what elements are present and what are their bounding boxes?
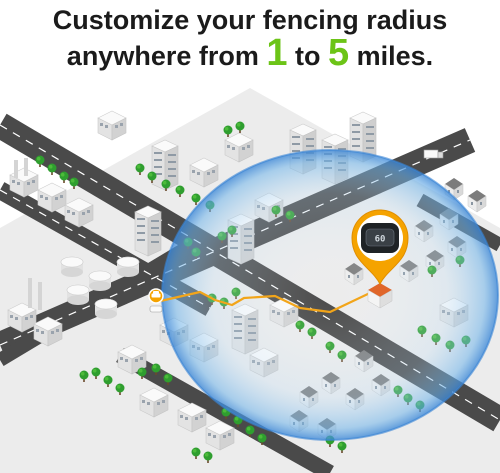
car-icon — [148, 288, 164, 313]
headline-connector: to — [287, 41, 328, 71]
max-radius-value: 5 — [328, 32, 350, 74]
headline-suffix: miles. — [349, 41, 434, 71]
tracked-route — [155, 290, 373, 314]
tracker-device — [361, 223, 399, 253]
truck — [423, 149, 444, 159]
headline-prefix: anywhere from — [66, 41, 267, 71]
headline-line-2: anywhere from 1 to 5 miles. — [0, 34, 500, 73]
device-display-value: 60 — [375, 235, 386, 245]
geofence-radius — [161, 149, 499, 441]
city-illustration: 60 — [0, 88, 500, 473]
house-icon — [367, 283, 393, 309]
min-radius-value: 1 — [266, 32, 288, 74]
headline-line-1: Customize your fencing radius — [52, 5, 448, 35]
headline: Customize your fencing radius anywhere f… — [0, 0, 500, 82]
industrial-zone — [7, 110, 162, 347]
